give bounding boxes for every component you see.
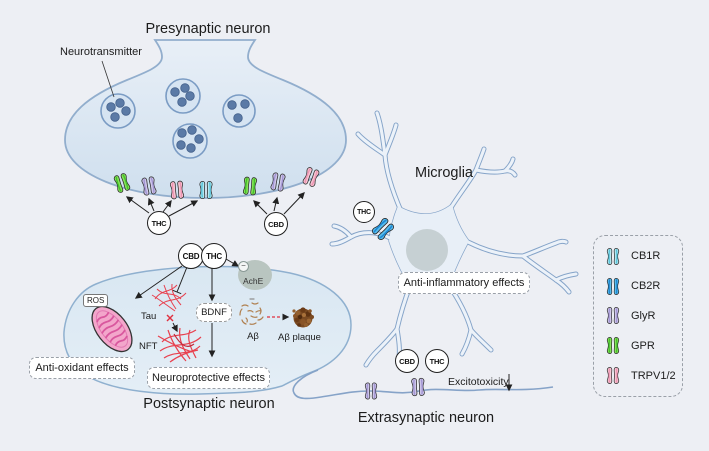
receptor-legend: CB1R CB2R GlyR GPR TRPV1/2 xyxy=(593,235,683,397)
abeta-label: Aβ xyxy=(247,331,259,342)
tau-label: Tau xyxy=(141,311,157,322)
microglia-nucleus xyxy=(406,229,448,271)
legend-label: TRPV1/2 xyxy=(631,369,676,382)
extrasynaptic-title: Extrasynaptic neuron xyxy=(357,410,495,426)
glyr-receptor xyxy=(410,377,426,397)
bdnf-box: BDNF xyxy=(196,303,232,322)
tau-tangle xyxy=(151,283,187,312)
cbd-circle-extrasynaptic: CBD xyxy=(395,349,419,373)
microglia-cell xyxy=(329,110,579,368)
microglia-title: Microglia xyxy=(414,165,473,181)
extrasynaptic-membrane xyxy=(292,369,554,400)
glyr-receptor-icon xyxy=(606,306,620,325)
gpr-receptor-icon xyxy=(606,336,620,355)
thc-circle-microglia: THC xyxy=(353,201,375,223)
abeta-plaque-label: Aβ plaque xyxy=(278,332,321,343)
legend-item-cb1r: CB1R xyxy=(606,246,682,267)
neurotransmitter-pointer-line xyxy=(101,60,115,98)
thc-circle-presynaptic: THC xyxy=(147,211,171,235)
trpv-receptor-icon xyxy=(606,366,620,385)
presynaptic-title: Presynaptic neuron xyxy=(145,21,271,37)
excitotoxicity-label: Excitotoxicity xyxy=(448,376,509,388)
mitochondria xyxy=(91,305,133,353)
legend-item-cb2r: CB2R xyxy=(606,276,682,297)
abeta-plaque xyxy=(292,307,314,328)
legend-label: CB2R xyxy=(631,280,661,293)
postsynaptic-title: Postsynaptic neuron xyxy=(143,396,275,412)
legend-label: GPR xyxy=(631,339,655,352)
tau-block-x xyxy=(166,314,174,322)
legend-label: CB1R xyxy=(631,250,661,263)
presynaptic-neuron-shape xyxy=(64,39,347,199)
cb1r-receptor-icon xyxy=(606,247,620,266)
ros-box: ROS xyxy=(83,294,109,307)
legend-item-trpv: TRPV1/2 xyxy=(606,365,682,386)
arrows xyxy=(125,192,513,392)
ache-minus-badge: − xyxy=(238,261,249,272)
antiinflammatory-effects-box: Anti-inflammatory effects xyxy=(398,272,530,294)
legend-item-glyr: GlyR xyxy=(606,306,682,327)
antioxidant-effects-box: Anti-oxidant effects xyxy=(29,357,135,379)
thc-circle-extrasynaptic: THC xyxy=(425,349,449,373)
extrasynaptic-receptors xyxy=(364,377,426,400)
cbd-circle-postsynaptic: CBD xyxy=(178,243,204,269)
neurotransmitter-label: Neurotransmitter xyxy=(60,46,142,58)
cb2r-receptor-icon xyxy=(606,277,620,296)
nft-label: NFT xyxy=(139,341,158,352)
nft-tangle xyxy=(157,327,202,363)
ache-label: AchE xyxy=(243,276,264,286)
abeta-oligomers xyxy=(239,298,264,325)
thc-circle-postsynaptic: THC xyxy=(201,243,227,269)
neuroprotective-effects-box: Neuroprotective effects xyxy=(147,367,270,389)
cbd-circle-presynaptic: CBD xyxy=(264,212,288,236)
neurotransmitter-dots xyxy=(106,83,250,153)
legend-item-gpr: GPR xyxy=(606,335,682,356)
legend-label: GlyR xyxy=(631,309,656,322)
